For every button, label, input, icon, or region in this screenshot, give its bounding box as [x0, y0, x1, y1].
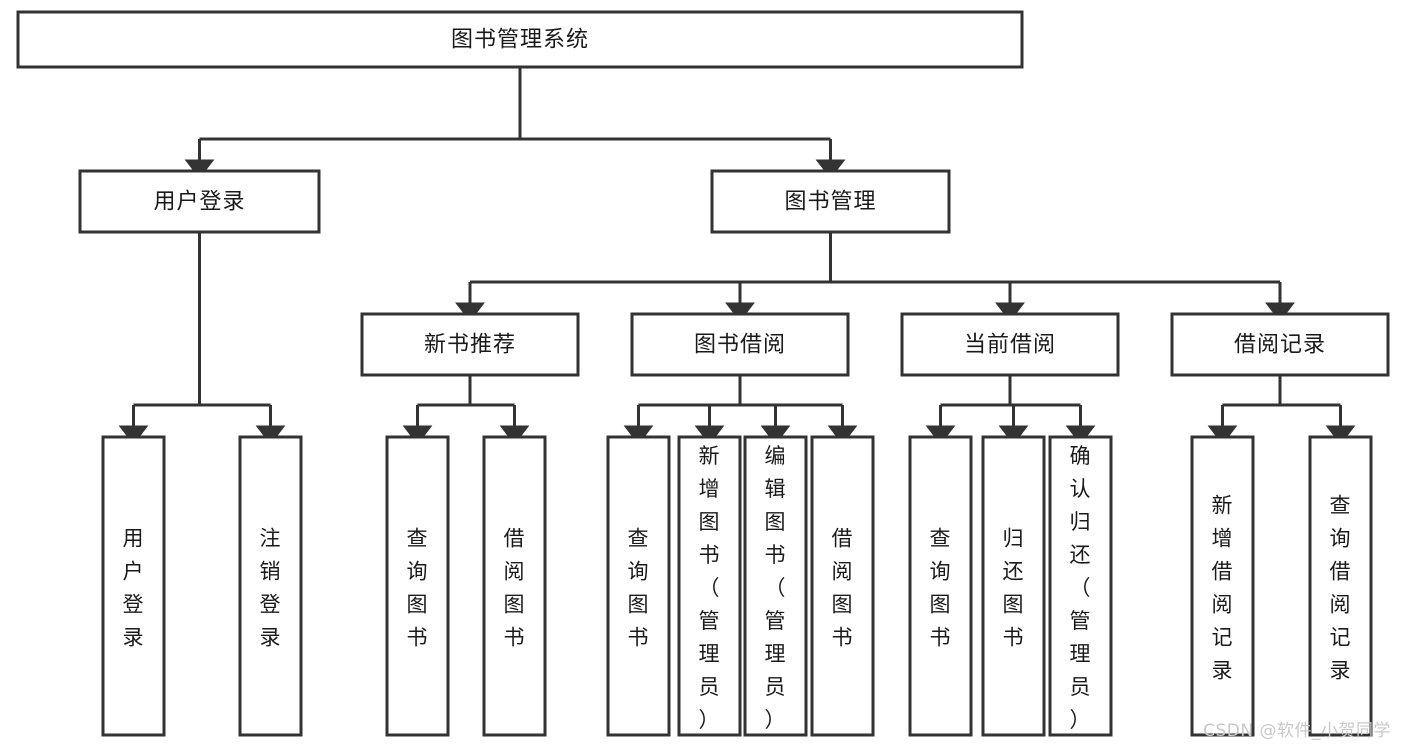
node-label: 借阅图书	[504, 527, 526, 650]
node-current-borrow[interactable]: 当前借阅	[900, 312, 1120, 377]
node-box	[385, 435, 450, 737]
node-leaf-query-record[interactable]: 查询借阅记录	[1308, 435, 1373, 737]
edges-layer	[118, 67, 1356, 445]
node-leaf-add-record[interactable]: 新增借阅记录	[1190, 435, 1255, 737]
node-root[interactable]: 图书管理系统	[16, 10, 1024, 69]
node-label: 新书推荐	[424, 333, 516, 358]
connector-group-user-login	[118, 232, 286, 445]
node-leaf-borrow-book-2[interactable]: 借阅图书	[810, 435, 875, 737]
connector-group-root	[184, 67, 846, 179]
node-label: 借阅图书	[832, 527, 854, 650]
node-box	[238, 435, 303, 737]
node-label: 查询图书	[407, 527, 429, 650]
node-label: 归还图书	[1003, 527, 1025, 650]
node-label: 确认归还（管理员）	[1070, 444, 1092, 732]
node-box	[630, 312, 850, 377]
node-new-book-rec[interactable]: 新书推荐	[360, 312, 580, 377]
node-box	[908, 435, 973, 737]
node-user-login[interactable]: 用户登录	[78, 169, 321, 234]
node-label: 用户登录	[123, 527, 145, 650]
node-leaf-user-logout[interactable]: 注销登录	[238, 435, 303, 737]
node-label: 图书管理	[784, 190, 876, 215]
node-box	[710, 169, 951, 234]
node-label: 新增图书（管理员）	[699, 444, 721, 732]
node-leaf-query-book-3[interactable]: 查询图书	[908, 435, 973, 737]
node-leaf-edit-book[interactable]: 编辑图书（管理员）	[743, 435, 808, 737]
node-leaf-add-book[interactable]: 新增图书（管理员）	[677, 435, 742, 737]
node-box	[1170, 312, 1390, 377]
node-box	[981, 435, 1046, 737]
node-label: 图书管理系统	[451, 28, 589, 53]
node-book-manage[interactable]: 图书管理	[710, 169, 951, 234]
node-label: 新增借阅记录	[1212, 494, 1234, 683]
node-label: 借阅记录	[1234, 333, 1326, 358]
node-label: 用户登录	[153, 190, 245, 215]
node-box	[900, 312, 1120, 377]
node-box	[606, 435, 671, 737]
connector-group-new-book-rec	[402, 375, 530, 445]
node-leaf-query-book-1[interactable]: 查询图书	[385, 435, 450, 737]
node-box	[810, 435, 875, 737]
connector-group-current-borrow	[925, 375, 1096, 445]
node-box	[743, 435, 808, 737]
node-leaf-query-book-2[interactable]: 查询图书	[606, 435, 671, 737]
node-label: 查询图书	[628, 527, 650, 650]
node-label: 图书借阅	[694, 333, 786, 358]
node-label: 注销登录	[260, 527, 282, 650]
node-box	[78, 169, 321, 234]
connector-group-borrow-record	[1207, 375, 1356, 445]
connector-group-book-borrow	[623, 375, 858, 445]
node-box	[101, 435, 166, 737]
connector-group-book-manage	[455, 232, 1295, 322]
node-box	[16, 10, 1024, 69]
node-box	[1048, 435, 1113, 737]
node-box	[482, 435, 547, 737]
node-label: 编辑图书（管理员）	[765, 444, 787, 732]
node-book-borrow[interactable]: 图书借阅	[630, 312, 850, 377]
node-label: 查询图书	[930, 527, 952, 650]
watermark-text: CSDN @软件_小贺同学	[1203, 721, 1391, 741]
node-leaf-borrow-book-1[interactable]: 借阅图书	[482, 435, 547, 737]
node-label: 查询借阅记录	[1330, 494, 1352, 683]
node-leaf-return-book[interactable]: 归还图书	[981, 435, 1046, 737]
nodes-layer: 图书管理系统用户登录图书管理新书推荐图书借阅当前借阅借阅记录用户登录注销登录查询…	[16, 10, 1390, 737]
node-box	[1308, 435, 1373, 737]
node-borrow-record[interactable]: 借阅记录	[1170, 312, 1390, 377]
node-box	[677, 435, 742, 737]
node-box	[360, 312, 580, 377]
node-box	[1190, 435, 1255, 737]
node-leaf-user-login[interactable]: 用户登录	[101, 435, 166, 737]
node-leaf-confirm-return[interactable]: 确认归还（管理员）	[1048, 435, 1113, 737]
node-label: 当前借阅	[964, 333, 1056, 358]
